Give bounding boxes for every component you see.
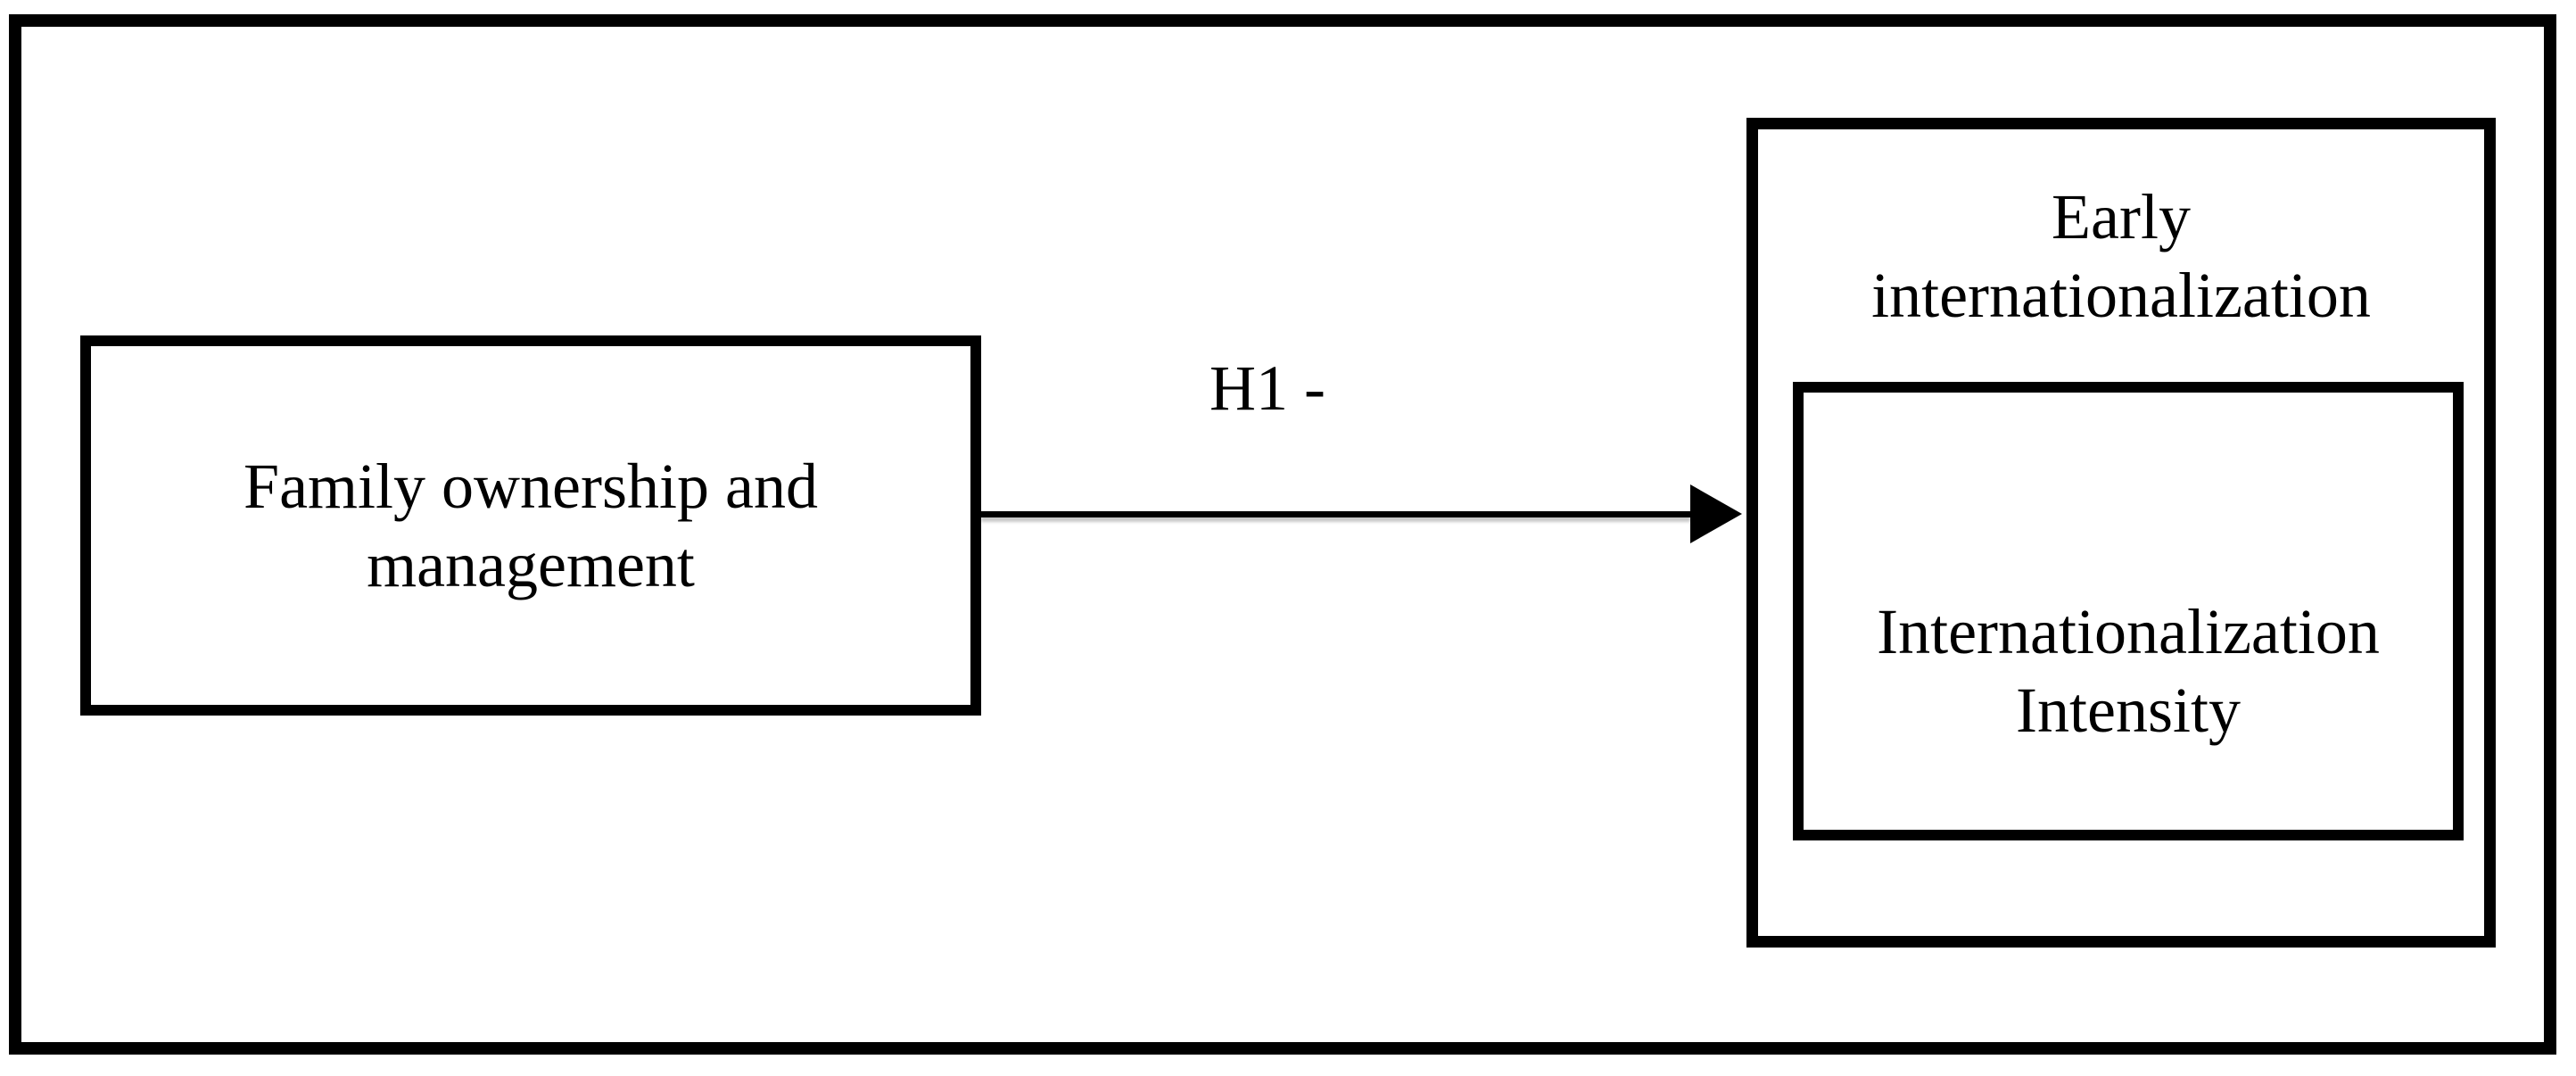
internationalization-intensity-label: Internationalization Intensity: [1877, 596, 2380, 746]
family-ownership-label: Family ownership and management: [244, 451, 818, 600]
arrow-line: [981, 511, 1690, 517]
internationalization-intensity-label-area: Internationalization Intensity: [1804, 592, 2453, 749]
internationalization-intensity-box: Internationalization Intensity: [1793, 382, 2464, 840]
family-ownership-box: Family ownership and management: [80, 335, 981, 716]
hypothesis-h1-label: H1 -: [1210, 352, 1325, 424]
early-internationalization-title-area: Early internationalization: [1758, 129, 2484, 382]
early-internationalization-box: Early internationalization International…: [1746, 118, 2496, 948]
arrow-head-icon: [1690, 484, 1742, 543]
early-internationalization-label: Early internationalization: [1871, 180, 2371, 331]
